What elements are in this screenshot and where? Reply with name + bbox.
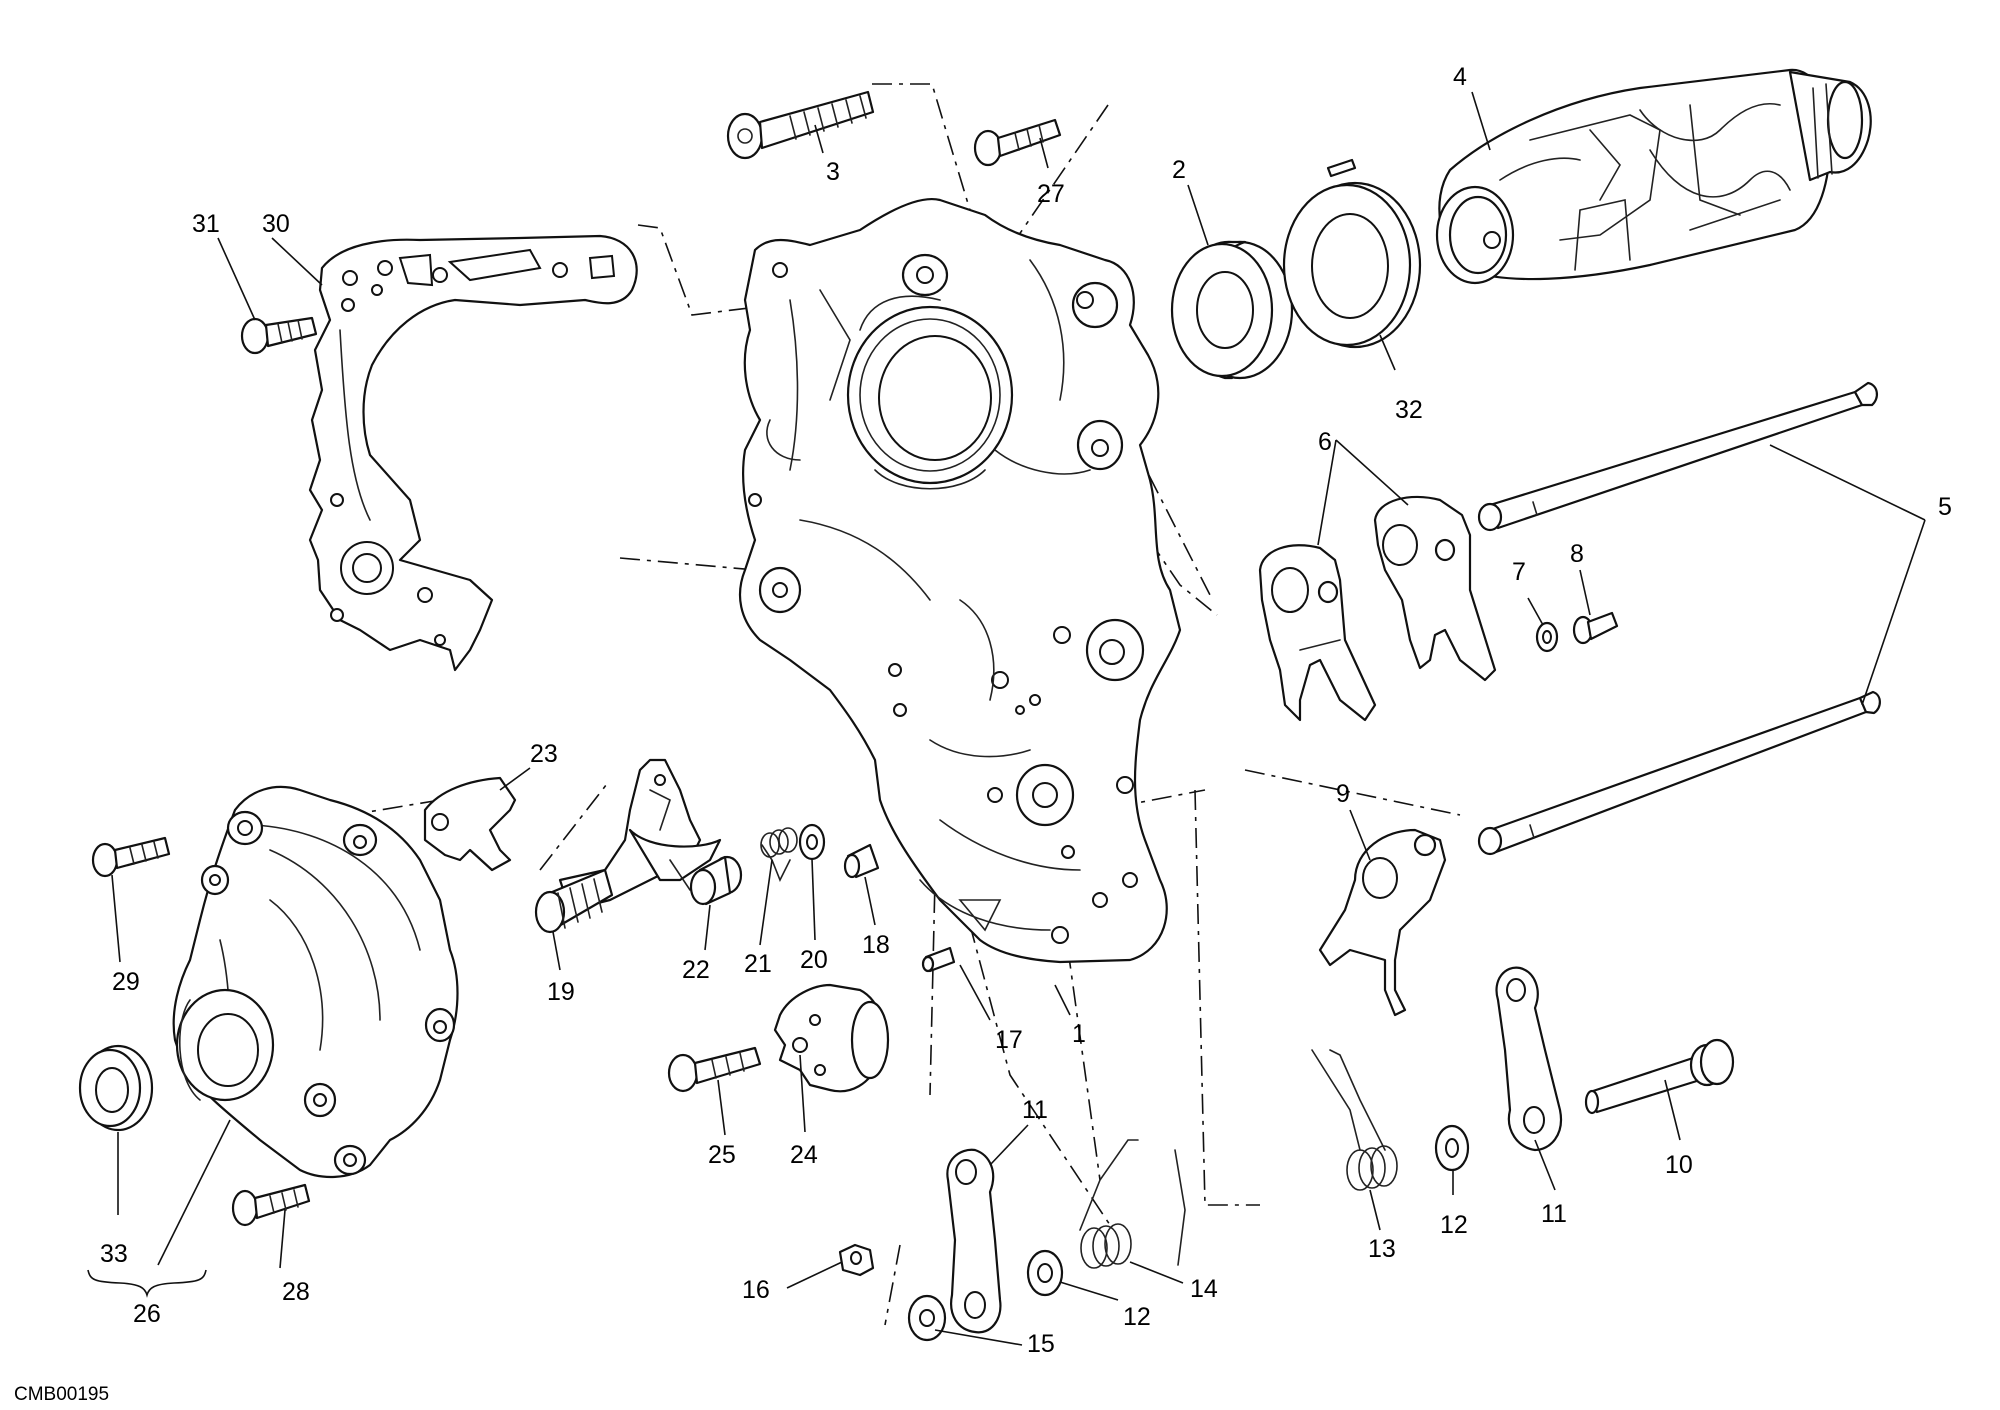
callout-26: 26 xyxy=(133,1300,161,1328)
callout-7: 7 xyxy=(1512,558,1526,586)
part-30-bracket xyxy=(308,234,638,672)
callout-2: 2 xyxy=(1172,156,1186,184)
part-27-bolt xyxy=(973,118,1062,167)
part-4-selector-drum xyxy=(1435,68,1872,285)
part-8-screw xyxy=(1572,611,1619,645)
callout-27: 27 xyxy=(1037,180,1065,208)
part-15-washer xyxy=(907,1294,947,1342)
part-1-cover xyxy=(738,197,1182,964)
callout-13: 13 xyxy=(1368,1235,1396,1263)
part-26-outer-cover xyxy=(172,785,459,1179)
part-25-bolt xyxy=(667,1046,762,1093)
callout-17: 17 xyxy=(995,1026,1023,1054)
callout-25: 25 xyxy=(708,1141,736,1169)
callout-12-left: 12 xyxy=(1123,1303,1151,1331)
part-5-fork-shaft-lower xyxy=(1477,690,1881,856)
callout-21: 21 xyxy=(744,950,772,978)
callout-18: 18 xyxy=(862,931,890,959)
callout-11-right: 11 xyxy=(1541,1200,1567,1228)
callout-33: 33 xyxy=(100,1240,128,1268)
callout-10: 10 xyxy=(1665,1151,1693,1179)
callout-5: 5 xyxy=(1938,493,1952,521)
part-19-shift-shaft xyxy=(534,758,722,934)
callout-1: 1 xyxy=(1072,1020,1086,1048)
callout-29: 29 xyxy=(112,968,140,996)
part-20-washer xyxy=(798,823,826,861)
part-18-pin xyxy=(843,843,880,879)
callout-6: 6 xyxy=(1318,428,1332,456)
callout-30: 30 xyxy=(262,210,290,238)
part-21-spring xyxy=(760,827,798,882)
part-11-lever-right xyxy=(1495,966,1563,1152)
part-10-pin xyxy=(1584,1038,1735,1115)
part-17-pin xyxy=(921,946,956,973)
part-32-washer xyxy=(1282,181,1422,349)
callout-16: 16 xyxy=(742,1276,770,1304)
callout-4: 4 xyxy=(1453,63,1467,91)
callout-20: 20 xyxy=(800,946,828,974)
leader-lines xyxy=(87,91,1926,1346)
part-14-spring xyxy=(1079,1139,1186,1269)
part-13-spring xyxy=(1311,1049,1398,1191)
part-12-washer-right xyxy=(1434,1124,1470,1172)
part-12-washer-left xyxy=(1026,1249,1064,1297)
callout-12-right: 12 xyxy=(1440,1211,1468,1239)
part-9-shift-fork xyxy=(1318,828,1447,1017)
callout-8: 8 xyxy=(1570,540,1584,568)
part-7-washer xyxy=(1535,621,1559,653)
callout-labels: 1 2 3 4 5 6 7 8 9 10 11 11 12 12 13 14 1… xyxy=(100,63,1952,1358)
callout-19: 19 xyxy=(547,978,575,1006)
part-3-bolt xyxy=(726,90,875,160)
callout-24: 24 xyxy=(790,1141,818,1169)
callout-22: 22 xyxy=(682,956,710,984)
part-29-bolt xyxy=(91,836,171,878)
part-31-bolt xyxy=(240,316,318,355)
diagram-code: CMB00195 xyxy=(14,1384,109,1405)
part-2-bearing xyxy=(1170,240,1294,380)
callout-9: 9 xyxy=(1336,780,1350,808)
part-11-lever-left xyxy=(946,1148,1002,1334)
callout-11-lower: 11 xyxy=(1022,1096,1048,1124)
part-28-bolt xyxy=(231,1183,311,1227)
part-23-plate xyxy=(423,776,517,872)
callout-15: 15 xyxy=(1027,1330,1055,1358)
callout-3: 3 xyxy=(826,158,840,186)
part-16-nut xyxy=(838,1243,875,1277)
callout-31: 31 xyxy=(192,210,220,238)
part-33-seal xyxy=(78,1044,154,1132)
callout-14: 14 xyxy=(1190,1275,1218,1303)
part-6-shift-fork-left xyxy=(1258,544,1377,722)
part-24-star xyxy=(773,983,890,1093)
part-5-fork-shaft-upper xyxy=(1477,381,1878,532)
part-22-bushing xyxy=(689,855,743,906)
callout-28: 28 xyxy=(282,1278,310,1306)
callout-23: 23 xyxy=(530,740,558,768)
callout-32: 32 xyxy=(1395,396,1423,424)
pin-small xyxy=(1326,158,1357,178)
part-6-shift-fork-right xyxy=(1373,495,1497,682)
